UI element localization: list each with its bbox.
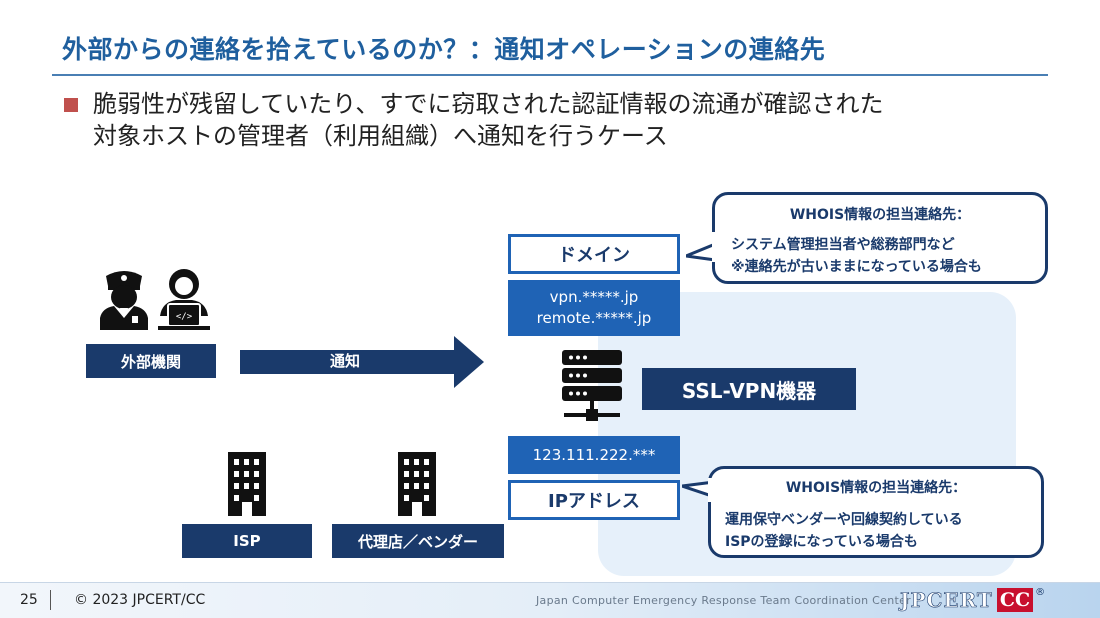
- bullet-line-2: 対象ホストの管理者（利用組織）へ通知を行うケース: [93, 122, 668, 150]
- page-number: 25: [20, 592, 38, 608]
- police-officer-icon: [100, 271, 148, 330]
- callout-top-heading: WHOIS情報の担当連絡先：: [789, 207, 971, 223]
- domain-label-box: ドメイン: [508, 234, 680, 274]
- bullet-line-1: 脆弱性が残留していたり、すでに窃取された認証情報の流通が確認された: [93, 90, 884, 118]
- logo-text-cc: CC: [996, 588, 1034, 612]
- callout-bottom: WHOIS情報の担当連絡先： 運用保守ベンダーや回線契約している ISPの登録に…: [708, 466, 1044, 558]
- logo-registered-mark: ®: [1035, 587, 1046, 598]
- copyright: © 2023 JPCERT/CC: [74, 592, 206, 608]
- callout-top-line-2: ※連絡先が古いままになっている場合も: [731, 259, 982, 275]
- org-full-name: Japan Computer Emergency Response Team C…: [536, 594, 912, 607]
- notify-arrow: [240, 336, 484, 388]
- callout-top-line-1: システム管理担当者や総務部門など: [731, 237, 955, 253]
- footer-bar: [0, 583, 1100, 618]
- domain-values-box: vpn.*****.jp remote.*****.jp: [508, 280, 680, 336]
- agency-vendor-box: 代理店／ベンダー: [332, 524, 504, 558]
- svg-text:</>: </>: [176, 312, 193, 322]
- page-title: 外部からの連絡を拾えているのか？：通知オペレーションの連絡先: [62, 35, 826, 64]
- logo-text-jpcert: JPCERT: [900, 588, 993, 613]
- jpcert-logo: JPCERT CC ®: [900, 587, 1045, 613]
- isp-box: ISP: [182, 524, 312, 558]
- ip-label-box: IPアドレス: [508, 480, 680, 520]
- bullet-text: 脆弱性が残留していたり、すでに窃取された認証情報の流通が確認された 対象ホストの…: [93, 88, 884, 152]
- callout-bottom-line-1: 運用保守ベンダーや回線契約している: [725, 512, 963, 528]
- server-icon: [562, 350, 622, 421]
- ip-value-box: 123.111.222.***: [508, 436, 680, 474]
- building-icon: [398, 452, 436, 516]
- footer-divider: [0, 582, 1100, 583]
- domain-value-2: remote.*****.jp: [536, 309, 652, 327]
- callout-top: WHOIS情報の担当連絡先： システム管理担当者や総務部門など ※連絡先が古いま…: [712, 192, 1048, 284]
- title-divider: [52, 74, 1048, 76]
- callout-top-pointer-join: [712, 232, 718, 262]
- callout-bottom-pointer-join: [708, 478, 714, 502]
- callout-bottom-line-2: ISPの登録になっている場合も: [725, 534, 918, 550]
- hacker-icon: </>: [158, 269, 210, 330]
- external-org-box: 外部機関: [86, 344, 216, 378]
- domain-value-1: vpn.*****.jp: [549, 288, 639, 306]
- notify-label: 通知: [329, 352, 360, 370]
- footer-separator: [50, 590, 51, 610]
- callout-bottom-heading: WHOIS情報の担当連絡先：: [785, 480, 967, 496]
- bullet-marker: [64, 98, 78, 112]
- ssl-vpn-box: SSL-VPN機器: [642, 368, 856, 410]
- building-icon: [228, 452, 266, 516]
